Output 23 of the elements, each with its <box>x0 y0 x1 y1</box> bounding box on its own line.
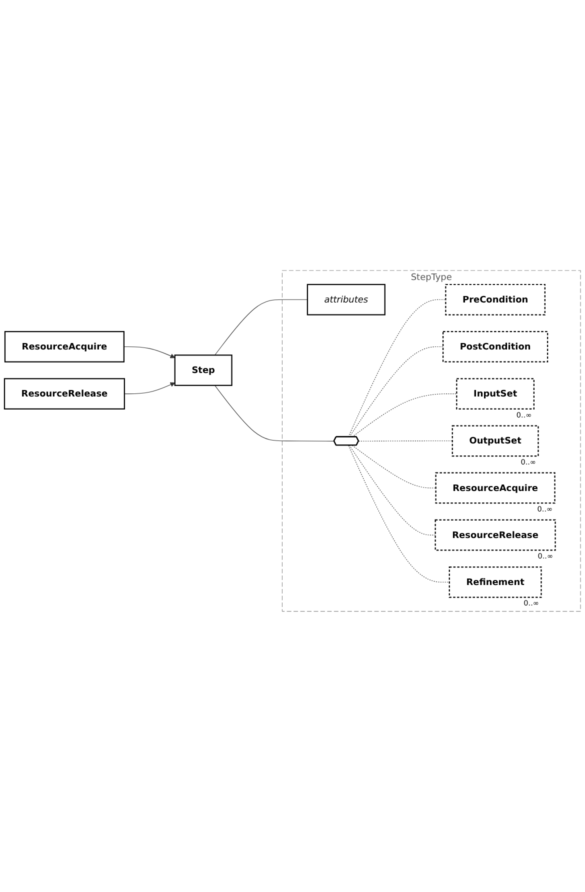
connector <box>214 298 308 355</box>
arrow <box>124 346 176 358</box>
node-box <box>174 354 232 386</box>
connector <box>348 444 450 582</box>
node-box <box>452 424 539 456</box>
connector <box>352 393 457 437</box>
arrow <box>124 382 176 394</box>
connector <box>348 298 446 437</box>
node-box <box>4 330 125 362</box>
connector <box>352 444 436 488</box>
connector <box>358 440 453 441</box>
node-box <box>445 283 546 315</box>
node-box <box>306 283 386 315</box>
connector <box>214 384 334 441</box>
node-box <box>4 378 125 409</box>
cluster <box>282 270 581 612</box>
connector <box>349 444 436 535</box>
connector <box>349 346 444 437</box>
node-box <box>434 518 556 550</box>
node-box <box>456 378 534 409</box>
node-box <box>435 472 556 504</box>
node-box <box>448 566 542 598</box>
node-box <box>442 330 548 362</box>
